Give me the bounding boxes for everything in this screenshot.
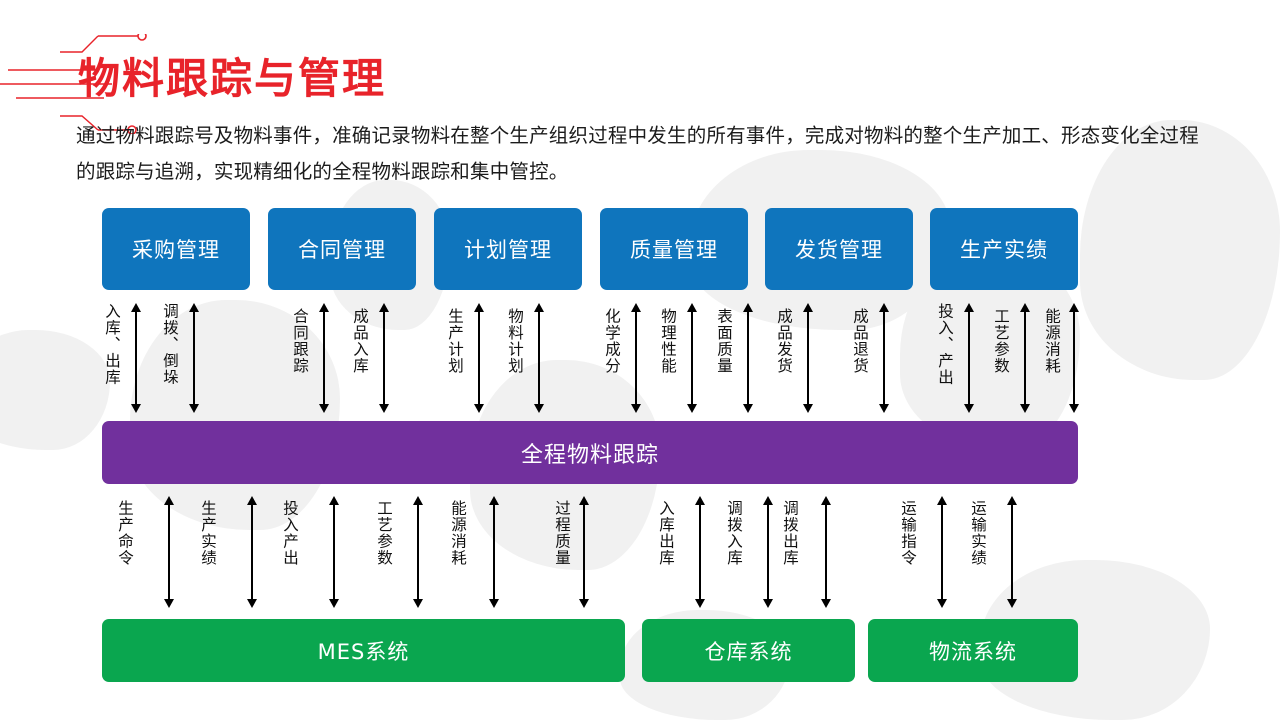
flow-arrow-product-shipment xyxy=(802,303,813,413)
flow-arrow-product-return xyxy=(878,303,889,413)
flow-arrow-transfer-restack xyxy=(188,303,199,413)
flow-label-input-output-lower: 投入产出 xyxy=(281,500,299,566)
page-description: 通过物料跟踪号及物料事件，准确记录物料在整个生产组织过程中发生的所有事件，完成对… xyxy=(76,124,1199,183)
module-box-procurement[interactable]: 采购管理 xyxy=(102,208,250,290)
flow-label-input-output: 投入、产出 xyxy=(936,303,954,386)
flow-label-transport-order: 运输指令 xyxy=(899,500,917,566)
flow-label-inbound-outbound-lower: 入库出库 xyxy=(657,500,675,566)
flow-label-transfer-out: 调拨出库 xyxy=(781,500,799,566)
flow-label-material-plan: 物料计划 xyxy=(506,308,524,374)
flow-arrow-process-quality xyxy=(578,496,589,608)
page-title: 物料跟踪与管理 xyxy=(78,54,387,103)
flow-label-inbound-outbound: 入库、出库 xyxy=(103,303,121,386)
flow-label-production-order: 生产命令 xyxy=(116,500,134,566)
module-box-contract[interactable]: 合同管理 xyxy=(268,208,416,290)
flow-label-transport-result: 运输实绩 xyxy=(969,500,987,566)
flow-arrow-process-params-lower xyxy=(412,496,423,608)
flow-arrow-inbound-outbound xyxy=(130,303,141,413)
flow-arrow-product-inbound xyxy=(378,303,389,413)
system-box-warehouse[interactable]: 仓库系统 xyxy=(642,619,855,682)
flow-label-production-plan: 生产计划 xyxy=(446,308,464,374)
module-box-production[interactable]: 生产实绩 xyxy=(930,208,1078,290)
flow-arrow-transport-result xyxy=(1006,496,1017,608)
module-box-plan[interactable]: 计划管理 xyxy=(434,208,582,290)
flow-arrow-contract-tracking xyxy=(318,303,329,413)
module-box-shipping[interactable]: 发货管理 xyxy=(765,208,913,290)
flow-label-surface: 表面质量 xyxy=(715,308,733,374)
flow-arrow-physical xyxy=(686,303,697,413)
flow-arrow-production-result xyxy=(246,496,257,608)
flow-arrow-material-plan xyxy=(533,303,544,413)
system-box-logistics[interactable]: 物流系统 xyxy=(868,619,1078,682)
flow-label-energy-lower: 能源消耗 xyxy=(449,500,467,566)
flow-arrow-input-output xyxy=(963,303,974,413)
flow-label-product-shipment: 成品发货 xyxy=(775,308,793,374)
flow-label-process-params: 工艺参数 xyxy=(992,308,1010,374)
module-box-quality[interactable]: 质量管理 xyxy=(600,208,748,290)
flow-label-chemical: 化学成分 xyxy=(603,308,621,374)
flow-arrow-surface xyxy=(742,303,753,413)
flow-label-process-quality: 过程质量 xyxy=(553,500,571,566)
flow-label-production-result: 生产实绩 xyxy=(199,500,217,566)
flow-arrow-production-plan xyxy=(473,303,484,413)
flow-arrow-transport-order xyxy=(936,496,947,608)
system-box-mes[interactable]: MES系统 xyxy=(102,619,625,682)
flow-arrow-energy-lower xyxy=(488,496,499,608)
center-bar-material-tracking[interactable]: 全程物料跟踪 xyxy=(102,421,1078,484)
title-decoration-icon xyxy=(0,34,147,134)
flow-arrow-transfer-out xyxy=(820,496,831,608)
flow-arrow-process-params xyxy=(1019,303,1030,413)
flow-arrow-chemical xyxy=(630,303,641,413)
flow-label-process-params-lower: 工艺参数 xyxy=(375,500,393,566)
flow-label-transfer-restack: 调拨、倒垛 xyxy=(161,303,179,386)
flow-arrow-input-output-lower xyxy=(328,496,339,608)
flow-label-energy: 能源消耗 xyxy=(1043,308,1061,374)
flow-arrow-inbound-outbound-lower xyxy=(694,496,705,608)
flow-label-product-return: 成品退货 xyxy=(851,308,869,374)
flow-arrow-transfer-in xyxy=(762,496,773,608)
flow-arrow-production-order xyxy=(163,496,174,608)
flow-label-contract-tracking: 合同跟踪 xyxy=(291,308,309,374)
flow-label-physical: 物理性能 xyxy=(659,308,677,374)
flow-label-product-inbound: 成品入库 xyxy=(351,308,369,374)
flow-label-transfer-in: 调拨入库 xyxy=(725,500,743,566)
flow-arrow-energy xyxy=(1068,303,1079,413)
